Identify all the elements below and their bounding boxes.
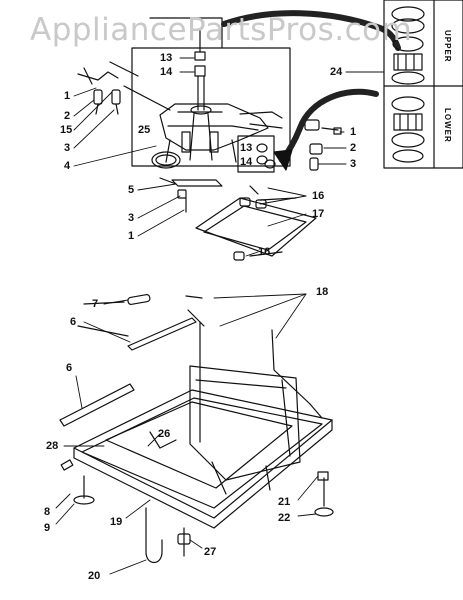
callout-4: 4 xyxy=(64,160,71,172)
callout-13-lower: 13 xyxy=(240,142,253,154)
callout-3-center: 3 xyxy=(128,212,135,224)
callout-18: 18 xyxy=(316,286,329,298)
hook-and-clip xyxy=(145,507,191,564)
hose-upper xyxy=(221,10,401,51)
callout-15: 15 xyxy=(60,124,73,136)
callout-1-left: 1 xyxy=(64,90,71,102)
callout-2-right: 2 xyxy=(350,142,357,154)
leader-lines xyxy=(55,57,385,575)
base-frame xyxy=(73,295,333,529)
callout-27: 27 xyxy=(204,546,217,558)
shaft-assembly xyxy=(189,29,213,161)
callout-14-lower: 14 xyxy=(240,156,253,168)
leveling-legs xyxy=(60,459,334,517)
brace-assembly xyxy=(195,185,317,261)
callout-9: 9 xyxy=(44,522,51,534)
callout-8: 8 xyxy=(44,506,51,518)
left-brackets xyxy=(59,294,197,427)
callout-17: 17 xyxy=(312,208,325,220)
callout-26: 26 xyxy=(158,428,171,440)
inset-upper-label: UPPER xyxy=(443,30,452,63)
inset-lower-label: LOWER xyxy=(443,108,452,143)
watermark: AppliancePartsPros.com xyxy=(30,12,413,48)
gearcase xyxy=(159,103,283,163)
callout-3-left: 3 xyxy=(64,142,71,154)
callout-16-upper: 16 xyxy=(312,190,325,202)
callout-14-upper: 14 xyxy=(160,66,173,78)
callout-1-right: 1 xyxy=(350,126,357,138)
callout-24: 24 xyxy=(330,66,343,78)
callout-5: 5 xyxy=(128,184,135,196)
callout-6-upper: 6 xyxy=(70,316,77,328)
center-clamp xyxy=(159,177,223,213)
callout-16-lower: 16 xyxy=(258,246,271,258)
callout-21: 21 xyxy=(278,496,291,508)
callout-3-right: 3 xyxy=(350,158,357,170)
callout-6-lower: 6 xyxy=(66,362,73,374)
bearing-inset xyxy=(383,0,463,169)
callout-7: 7 xyxy=(92,298,99,310)
callout-20: 20 xyxy=(88,570,101,582)
callout-2-left: 2 xyxy=(64,110,71,122)
callout-25: 25 xyxy=(138,124,151,136)
callout-28: 28 xyxy=(46,440,59,452)
right-fasteners xyxy=(237,119,342,173)
callout-22: 22 xyxy=(278,512,291,524)
left-fasteners xyxy=(77,61,171,115)
callout-13-upper: 13 xyxy=(160,52,173,64)
callout-1-center: 1 xyxy=(128,230,135,242)
callout-19: 19 xyxy=(110,516,123,528)
hose-lower xyxy=(273,88,379,171)
belt-ring xyxy=(151,151,181,169)
